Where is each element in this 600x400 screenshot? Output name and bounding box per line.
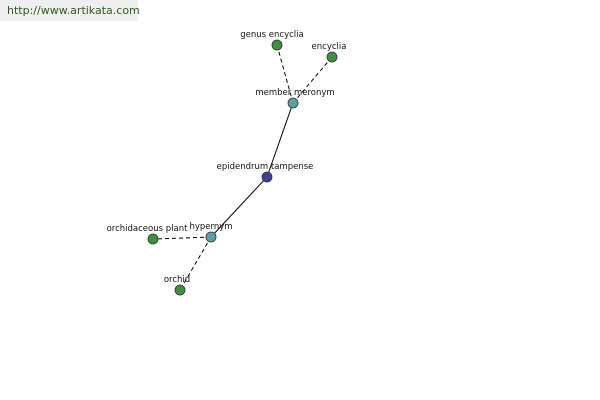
node-label-encyclia: encyclia	[312, 42, 347, 52]
edge-center-to-member-meronym	[266, 102, 294, 178]
node-marker-genus-encyclia[interactable]	[271, 39, 283, 51]
node-label-member-meronym: member meronym	[255, 88, 334, 98]
edge-center-to-hypernym	[210, 176, 268, 238]
node-genus-encyclia[interactable]: genus encyclia	[240, 30, 304, 51]
node-label-hypernym: hypernym	[189, 222, 232, 232]
node-marker-hypernym[interactable]	[205, 231, 217, 243]
node-label-center: epidendrum tampense	[217, 162, 314, 172]
site-url-link[interactable]: http://www.artikata.com	[7, 4, 140, 17]
edge-hypernym-to-orchidaceous-plant	[152, 236, 212, 240]
node-marker-member-meronym[interactable]	[287, 97, 299, 109]
edges-layer	[152, 44, 333, 291]
node-hypernym[interactable]: hypernym	[189, 222, 233, 243]
edge-hypernym-to-orchid	[179, 236, 212, 291]
node-label-genus-encyclia: genus encyclia	[240, 30, 303, 40]
node-label-orchidaceous-plant: orchidaceous plant	[107, 224, 189, 234]
node-encyclia[interactable]: encyclia	[312, 42, 347, 63]
node-marker-orchid[interactable]	[174, 284, 186, 296]
edge-member-meronym-to-genus-encyclia	[276, 44, 294, 104]
node-member-meronym[interactable]: member meronym	[255, 88, 335, 109]
node-center[interactable]: epidendrum tampense	[217, 162, 314, 183]
node-orchidaceous-plant[interactable]: orchidaceous plant	[107, 224, 189, 245]
node-marker-encyclia[interactable]	[326, 51, 338, 63]
edge-member-meronym-to-encyclia	[292, 56, 333, 104]
node-orchid[interactable]: orchid	[164, 275, 190, 296]
site-url-banner[interactable]: http://www.artikata.com	[0, 0, 140, 21]
node-label-orchid: orchid	[164, 275, 190, 285]
node-marker-center[interactable]	[261, 171, 273, 183]
node-marker-orchidaceous-plant[interactable]	[147, 233, 159, 245]
nodes-layer: epidendrum tampense member meronym hyperny…	[107, 30, 347, 296]
